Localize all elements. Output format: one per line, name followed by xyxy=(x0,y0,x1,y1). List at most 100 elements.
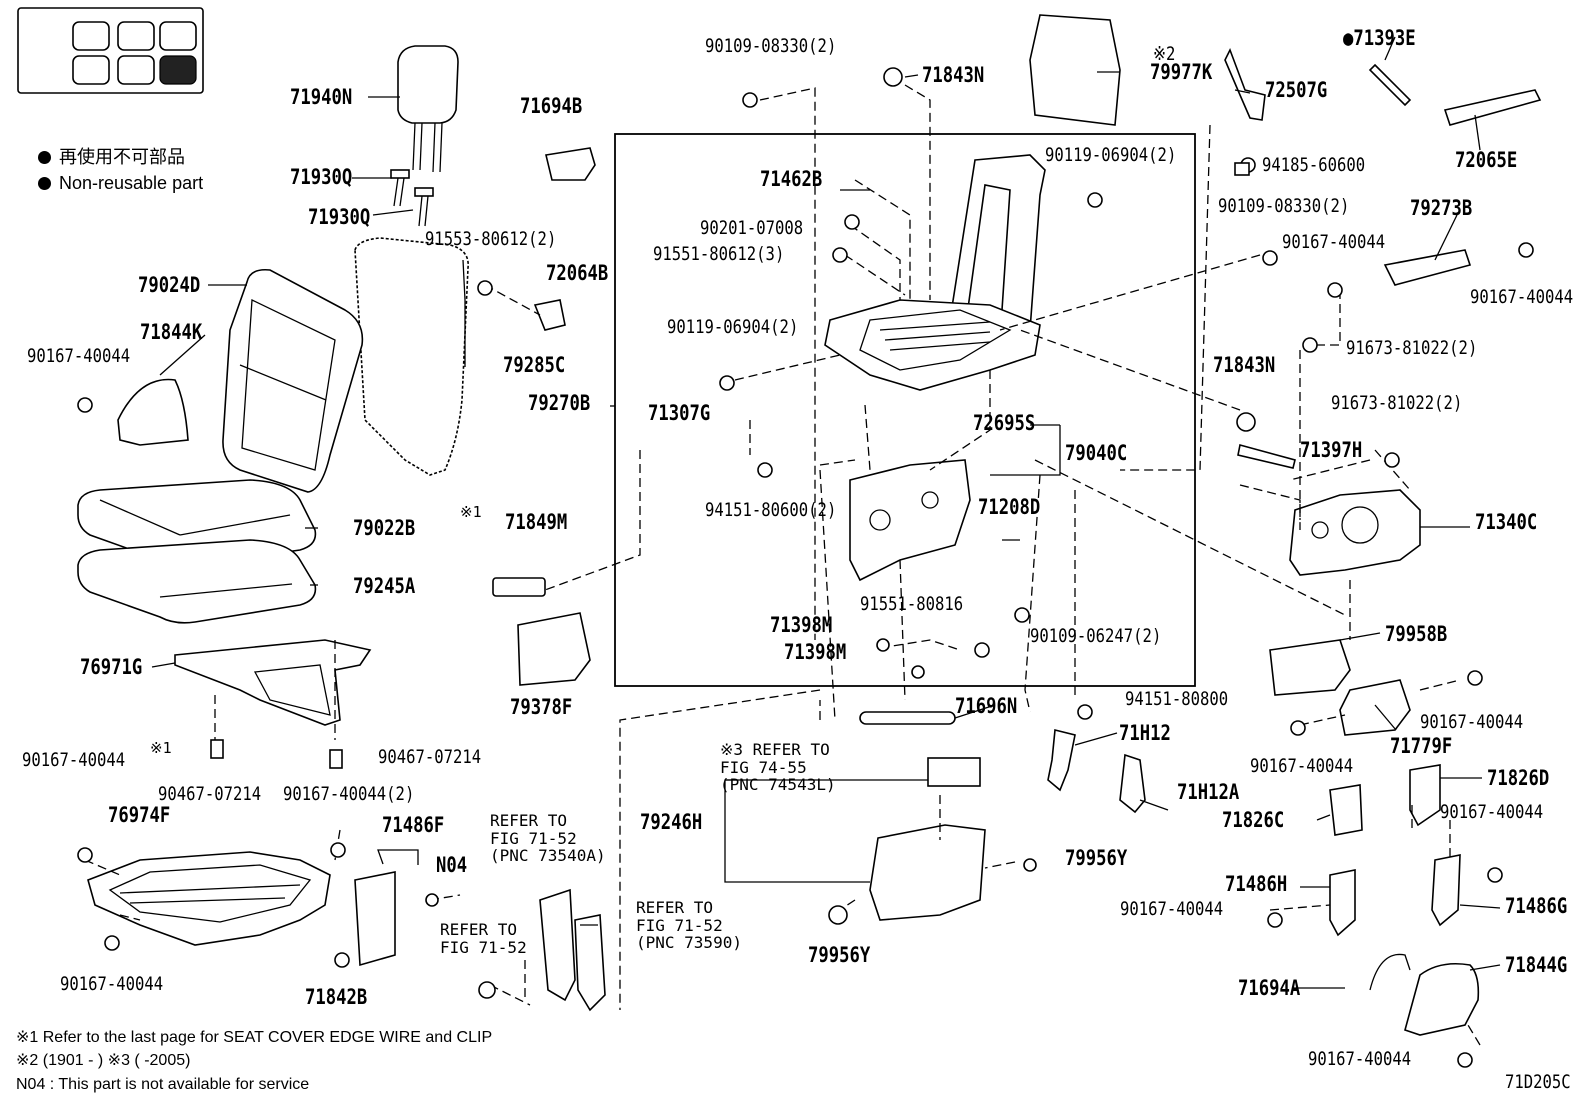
part-label: 91551-80612(3) xyxy=(653,243,785,265)
part-label: 72064B xyxy=(546,261,609,285)
part-label: 71843N xyxy=(1213,353,1276,377)
ref-fig-71-52-a: REFER TO FIG 71-52 (PNC 73540A) xyxy=(490,811,606,866)
legend-ja: 再使用不可部品 xyxy=(38,148,185,166)
cover-71486H xyxy=(1329,869,1356,937)
part-label: 71844K xyxy=(140,320,203,344)
leader-lines xyxy=(151,36,1501,989)
figure-code: 71D205C xyxy=(1505,1071,1571,1093)
cover-79378F xyxy=(517,612,591,686)
footnote-2: ※2 (1901 - ) ※3 ( -2005) xyxy=(16,1052,191,1069)
part-label: 79958B xyxy=(1385,622,1448,646)
part-label: 79245A xyxy=(353,574,416,598)
part-label: 71H12 xyxy=(1119,721,1171,745)
buckle-a xyxy=(539,888,576,1002)
part-label: 90109-08330(2) xyxy=(705,35,837,57)
bracket-72064B xyxy=(533,299,566,331)
part-label: 79956Y xyxy=(808,943,871,967)
part-label: 71397H xyxy=(1300,438,1363,462)
part-label: 90109-06247(2) xyxy=(1030,625,1162,647)
part-label: 71849M xyxy=(505,510,568,534)
part-label: 91673-81022(2) xyxy=(1346,337,1478,359)
part-label: 79977K xyxy=(1150,60,1213,84)
handle-71849M xyxy=(492,577,546,597)
seat-frame-drawing xyxy=(824,154,1046,391)
cover-79273B xyxy=(1383,249,1472,286)
pin-71397H xyxy=(1237,444,1296,469)
footnote-1: ※1 Refer to the last page for SEAT COVER… xyxy=(16,1029,493,1046)
part-label: 71486F xyxy=(382,813,445,837)
part-label: 71826C xyxy=(1222,808,1285,832)
cover-71844G xyxy=(1404,962,1480,1036)
part-label: 94185-60600 xyxy=(1262,154,1366,176)
part-label: 71462B xyxy=(760,167,823,191)
part-label: 79246H xyxy=(640,810,703,834)
headrest-drawing xyxy=(390,45,459,227)
part-label: 90201-07008 xyxy=(700,217,804,239)
part-label: 94151-80600(2) xyxy=(705,499,837,521)
legend-en: Non-reusable part xyxy=(38,174,203,192)
cover-79958B xyxy=(1269,639,1351,696)
part-label: 71930Q xyxy=(308,205,371,229)
bracket-72065E xyxy=(1443,89,1542,126)
part-label: 71486G xyxy=(1505,894,1568,918)
part-label: 71398M xyxy=(784,640,847,664)
note-mark: ※1 xyxy=(150,739,172,757)
part-label: 79378F xyxy=(510,695,573,719)
part-label: 71694B xyxy=(520,94,583,118)
part-label: 72507G xyxy=(1265,78,1328,102)
cover-71486G xyxy=(1431,854,1461,927)
part-label: 76971G xyxy=(80,655,143,679)
part-label: 90167-40044 xyxy=(1470,286,1574,308)
part-label: 71694A xyxy=(1238,976,1301,1000)
part-label: 91553-80612(2) xyxy=(425,228,557,250)
part-label: 71208D xyxy=(978,495,1041,519)
note-mark: ※2 xyxy=(1153,43,1176,65)
part-label: 90467-07214 xyxy=(158,783,262,805)
part-label: 90167-40044 xyxy=(1120,898,1224,920)
part-label: 79956Y xyxy=(1065,846,1128,870)
harness-71694A xyxy=(1369,953,1411,991)
part-label: 79273B xyxy=(1410,196,1473,220)
cover-panel-drawing xyxy=(869,824,986,921)
part-label: 71930Q xyxy=(290,165,353,189)
cover-71826D xyxy=(1409,764,1441,827)
label-plate-drawing xyxy=(927,757,981,787)
bullet-icon xyxy=(38,151,51,164)
part-label: 71307G xyxy=(648,401,711,425)
footnote-n04: N04 : This part is not available for ser… xyxy=(16,1076,310,1093)
part-label: 71940N xyxy=(290,85,353,109)
part-label: 90167-40044 xyxy=(22,749,126,771)
cap-71843N-top xyxy=(883,67,903,87)
bracket-71486F xyxy=(354,871,396,967)
part-label: 71843N xyxy=(922,63,985,87)
part-label: 91673-81022(2) xyxy=(1331,392,1463,414)
part-label: 71844G xyxy=(1505,953,1568,977)
wire-71393E xyxy=(1368,63,1412,107)
part-label: 79285C xyxy=(503,353,566,377)
bracket-71694B xyxy=(545,147,596,181)
cap-71843N-right xyxy=(1236,412,1256,432)
heater-mat-drawing xyxy=(174,639,372,726)
part-label: 71842B xyxy=(305,985,368,1009)
part-label: 90167-40044 xyxy=(1308,1048,1412,1070)
part-label: 90167-40044 xyxy=(1282,231,1386,253)
part-label: 90119-06904(2) xyxy=(1045,144,1177,166)
part-label: 71398M xyxy=(770,613,833,637)
bullet-icon xyxy=(38,177,51,190)
part-label: 71486H xyxy=(1225,872,1288,896)
part-label: 79022B xyxy=(353,516,416,540)
part-label: 91551-80816 xyxy=(860,593,964,615)
part-label: 90167-40044 xyxy=(1250,755,1354,777)
part-label: 90167-40044 xyxy=(1440,801,1544,823)
ref-fig-71-52-c: REFER TO FIG 71-52 (PNC 73590) xyxy=(636,898,742,953)
cover-71844K xyxy=(117,378,189,446)
part-label: 90119-06904(2) xyxy=(667,316,799,338)
part-label: 90467-07214 xyxy=(378,746,482,768)
pipe-71H12A xyxy=(1119,753,1146,814)
part-label: 71696N xyxy=(955,694,1018,718)
bracket-72507G xyxy=(1224,48,1266,121)
part-label: 71826D xyxy=(1487,766,1550,790)
part-label: 71H12A xyxy=(1177,780,1240,804)
